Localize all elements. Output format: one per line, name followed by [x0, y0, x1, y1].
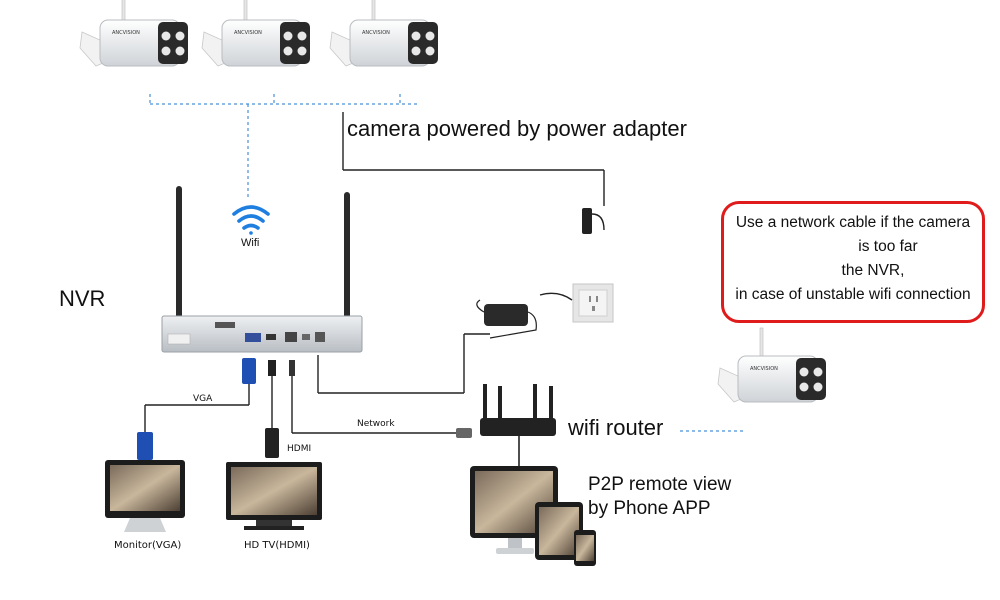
nvr-icon [161, 186, 363, 353]
hdmi-label: HDMI [287, 444, 312, 454]
wifi-icon [232, 205, 270, 235]
wifi-label: Wifi [241, 237, 260, 249]
wifi-router-label: wifi router [568, 415, 664, 440]
note-line-4: in case of unstable wifi connection [735, 286, 971, 303]
note-callout [721, 201, 985, 323]
network-cable [289, 360, 472, 438]
router-icon [480, 384, 556, 466]
phone-icon [574, 530, 596, 566]
nvr-power-cable [317, 333, 490, 394]
network-label: Network [357, 419, 395, 429]
power-cable [342, 112, 605, 206]
nvr-label: NVR [59, 286, 106, 311]
hdtv-label: HD TV(HDMI) [244, 540, 310, 551]
power-adapter-icon [476, 292, 573, 339]
p2p-label-line1: P2P remote view [588, 474, 732, 495]
note-line-3: the NVR, [841, 262, 905, 279]
vga-cable [137, 358, 256, 460]
camera-icon [329, 0, 439, 67]
monitor-icon [105, 460, 185, 532]
camera-power-label: camera powered by power adapter [347, 116, 687, 141]
p2p-label-line2: by Phone APP [588, 498, 711, 519]
camera-icon [79, 0, 189, 67]
hdmi-cable [265, 360, 279, 458]
tablet-icon [535, 502, 583, 560]
camera-icon [201, 0, 311, 67]
camera-icon [717, 327, 827, 403]
wifi-link [149, 94, 420, 200]
tv-icon [226, 462, 322, 530]
note-line-1: Use a network cable if the camera [735, 214, 971, 231]
wall-socket-icon [572, 283, 614, 323]
power-plug-icon [582, 208, 605, 234]
note-line-2: is too far [858, 238, 918, 255]
monitor-label: Monitor(VGA) [114, 540, 182, 551]
vga-label: VGA [193, 394, 213, 404]
